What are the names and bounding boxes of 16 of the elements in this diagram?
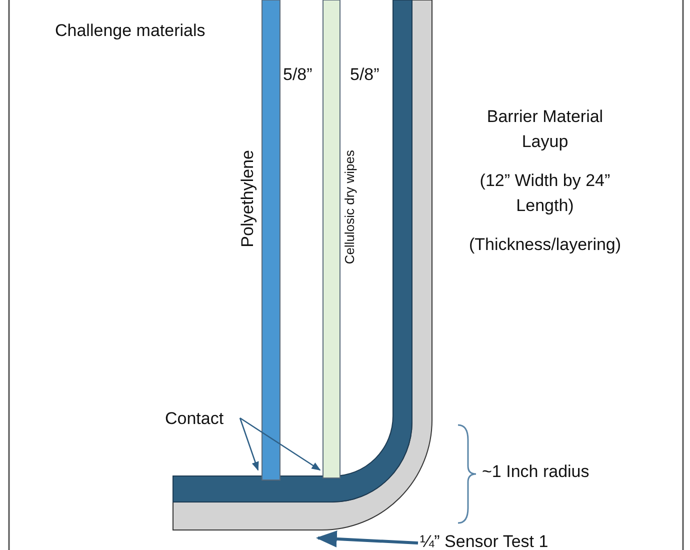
thickness-label: (Thickness/layering) — [468, 234, 622, 256]
dimension-label: 5/8” — [283, 64, 312, 85]
wipe-strip — [322, 0, 340, 478]
polyethylene-strip — [262, 0, 280, 480]
layup-label: Barrier Material Layup — [486, 106, 604, 153]
heading-label: Challenge materials — [55, 20, 206, 41]
size-label: (12” Width by 24” Length) — [478, 170, 612, 217]
radius-label: ~1 Inch radius — [482, 461, 590, 482]
leader-arrow — [316, 530, 418, 548]
callout-label: Contact — [165, 408, 224, 429]
material-label: Polyethylene — [237, 150, 258, 248]
dimension-label: 5/8” — [350, 64, 380, 85]
callout-label: ¼” Sensor Test 1 — [420, 531, 548, 550]
leader-arrow — [239, 418, 259, 471]
material-label: Cellulosic dry wipes — [341, 150, 358, 264]
leader-arrow — [240, 417, 321, 471]
